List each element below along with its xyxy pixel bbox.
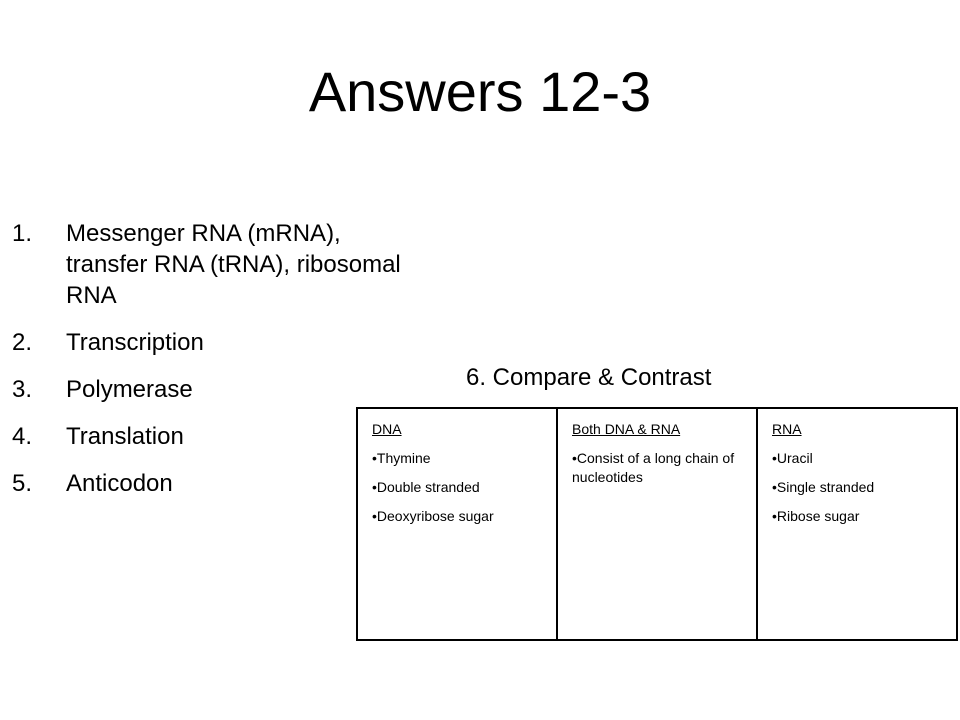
answer-text: Transcription bbox=[66, 329, 204, 356]
answer-item: 2. Transcription bbox=[12, 327, 412, 358]
column-item: Deoxyribose sugar bbox=[372, 507, 544, 526]
column-header: DNA bbox=[372, 421, 402, 437]
answer-item: 5. Anticodon bbox=[12, 468, 412, 499]
column-header: Both DNA & RNA bbox=[572, 421, 681, 437]
answer-number: 3. bbox=[12, 376, 33, 403]
answer-item: 4. Translation bbox=[12, 421, 412, 452]
answers-list: 1. Messenger RNA (mRNA), transfer RNA (t… bbox=[12, 218, 412, 515]
answer-text: Anticodon bbox=[66, 470, 173, 497]
compare-table: DNA Thymine Double stranded Deoxyribose … bbox=[356, 407, 958, 641]
answer-text: Messenger RNA (mRNA), transfer RNA (tRNA… bbox=[66, 220, 401, 309]
column-item: Double stranded bbox=[372, 478, 544, 497]
answer-text: Polymerase bbox=[66, 376, 193, 403]
answer-text: Translation bbox=[66, 423, 184, 450]
column-item: Uracil bbox=[772, 449, 944, 468]
column-item: Ribose sugar bbox=[772, 507, 944, 526]
compare-column-both: Both DNA & RNA Consist of a long chain o… bbox=[556, 407, 758, 641]
compare-heading: 6. Compare & Contrast bbox=[466, 364, 712, 391]
answer-number: 2. bbox=[12, 329, 33, 356]
column-item: Single stranded bbox=[772, 478, 944, 497]
answer-item: 3. Polymerase bbox=[12, 374, 412, 405]
column-header: RNA bbox=[772, 421, 802, 437]
answer-number: 4. bbox=[12, 423, 33, 450]
column-item: Consist of a long chain of nucleotides bbox=[572, 449, 744, 487]
column-item: Thymine bbox=[372, 449, 544, 468]
answer-item: 1. Messenger RNA (mRNA), transfer RNA (t… bbox=[12, 218, 412, 311]
answer-number: 5. bbox=[12, 470, 33, 497]
compare-column-dna: DNA Thymine Double stranded Deoxyribose … bbox=[356, 407, 558, 641]
compare-column-rna: RNA Uracil Single stranded Ribose sugar bbox=[756, 407, 958, 641]
slide-title: Answers 12-3 bbox=[308, 60, 652, 123]
answer-number: 1. bbox=[12, 220, 33, 247]
compare-row: DNA Thymine Double stranded Deoxyribose … bbox=[356, 407, 958, 641]
